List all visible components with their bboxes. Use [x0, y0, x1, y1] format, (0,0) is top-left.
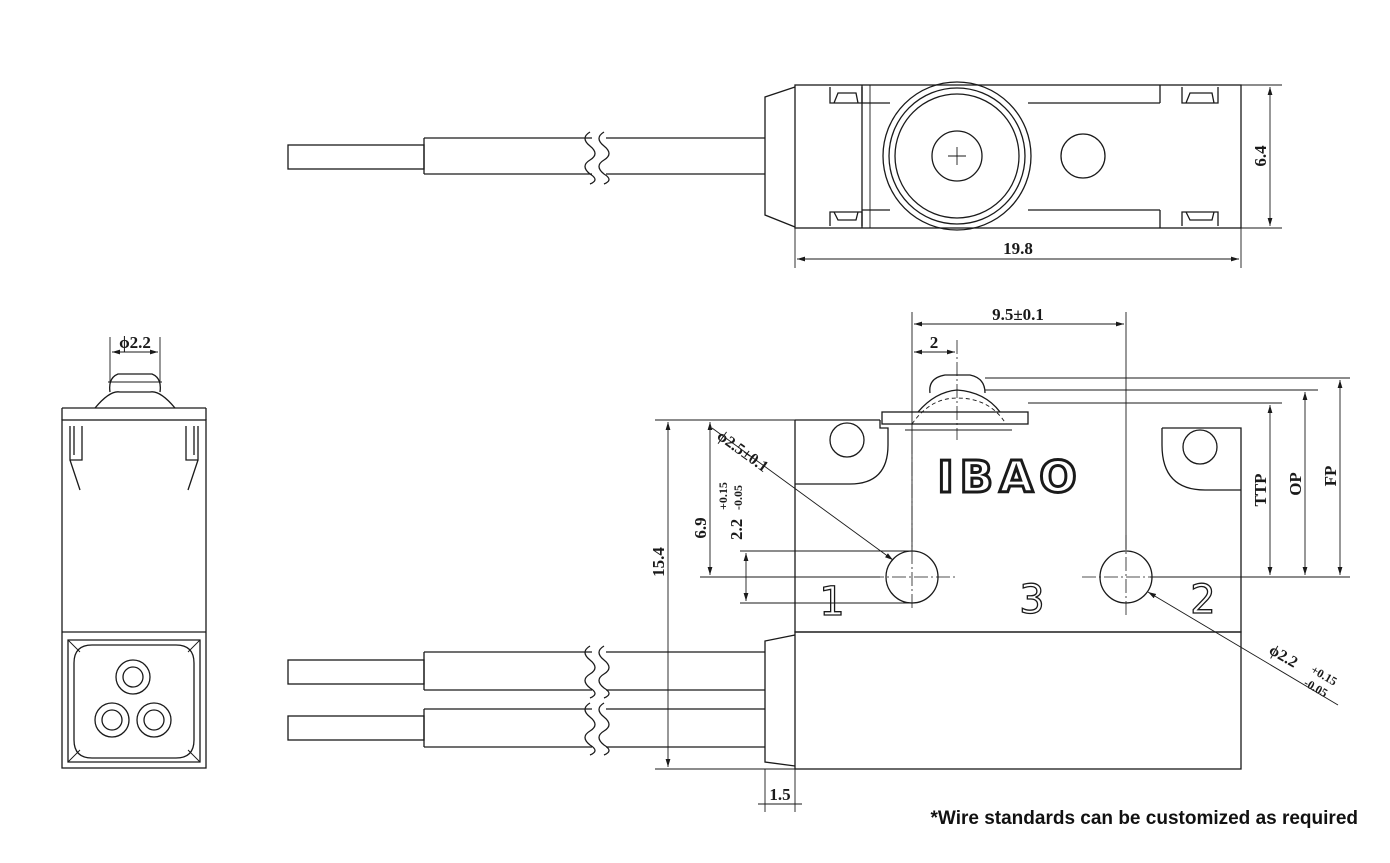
dim-hole-pitch: 9.5±0.1	[992, 305, 1044, 324]
dim-6-4: 6.4	[1251, 145, 1270, 167]
plunger-outer	[882, 81, 1032, 231]
mount-hole-right	[1182, 429, 1218, 465]
top-hole	[1060, 133, 1106, 179]
wire-standards-note: *Wire standards can be customized as req…	[931, 808, 1358, 829]
dim-plunger-diameter: ϕ2.2	[119, 333, 151, 352]
side-plunger-base	[94, 391, 176, 409]
dim-hole-height-a: 6.9	[691, 517, 710, 538]
strain-relief	[764, 86, 796, 228]
dim-hole2-diameter: ϕ2.2	[1266, 642, 1300, 672]
dim-ttp: TTP	[1251, 473, 1270, 506]
terminal-1-label: 1	[819, 579, 844, 625]
terminal-3-label: 3	[1019, 577, 1044, 623]
front-strain-relief	[764, 634, 796, 767]
dim-wire-offset: 1.5	[769, 785, 790, 804]
wire-1-end	[287, 659, 425, 685]
dim-op: OP	[1286, 472, 1305, 496]
contact-right	[136, 702, 172, 738]
top-view: 6.4 19.8	[287, 81, 1282, 268]
top-wire-end	[287, 144, 425, 170]
plunger-inner	[931, 130, 983, 182]
dim-hole-height-b-upper: +0.15	[716, 482, 730, 510]
front-lower-body	[794, 631, 1242, 770]
actuator-plunger	[929, 374, 986, 394]
dim-hole-height-b: 2.2	[727, 519, 746, 540]
dim-actuator-offset: 2	[930, 333, 939, 352]
mount-hole-left	[829, 422, 865, 458]
contact-left	[94, 702, 130, 738]
top-body	[794, 84, 1242, 229]
front-view: IBAO 1 3 2 9.5±0.1	[287, 305, 1350, 812]
dim-19-8: 19.8	[1003, 239, 1033, 258]
side-body	[61, 419, 207, 769]
dim-body-height: 15.4	[649, 547, 668, 577]
contact-top	[115, 659, 151, 695]
dim-mount-hole-diameter: ϕ2.5±0.1	[714, 427, 772, 475]
dim-fp: FP	[1321, 466, 1340, 487]
wire-break-icon	[584, 131, 596, 185]
connector-face	[73, 644, 195, 759]
side-plunger	[109, 373, 161, 393]
terminal-2-label: 2	[1190, 577, 1215, 623]
side-view: ϕ2.2	[61, 333, 207, 769]
actuator-plate	[881, 411, 1029, 425]
dim-hole-height-b-lower: -0.05	[731, 485, 745, 510]
brand-logo: IBAO	[937, 452, 1082, 503]
wire-2-end	[287, 715, 425, 741]
